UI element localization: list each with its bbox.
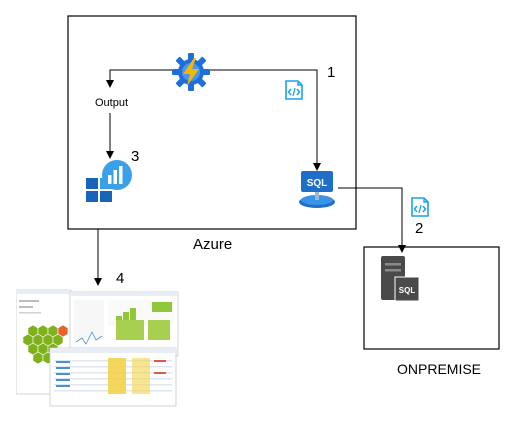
- onpremise-region-label: ONPREMISE: [397, 361, 482, 377]
- connector-function-sql: [210, 69, 321, 171]
- sql-badge-text: SQL: [307, 178, 328, 189]
- azure-sql-database-icon: SQL: [296, 169, 338, 211]
- azure-functions-icon: [171, 52, 211, 92]
- code-script-icon: [282, 78, 306, 102]
- connector-sql-onprem: [338, 187, 406, 253]
- step-1-label: 1: [327, 64, 336, 81]
- output-label: Output: [95, 97, 129, 109]
- dashboard-screenshot-thumbnail: [15, 288, 180, 411]
- server-badge-text: SQL: [399, 286, 416, 295]
- step-4-label: 4: [116, 270, 125, 287]
- azure-container: [67, 15, 357, 230]
- connector-function-output: [106, 69, 172, 88]
- azure-region-label: Azure: [193, 236, 233, 253]
- azure-monitor-workbook-icon: [86, 158, 136, 212]
- code-script-icon: [408, 195, 432, 219]
- step-2-label: 2: [415, 220, 424, 237]
- onpremise-container: [363, 246, 500, 350]
- on-prem-sql-server-icon: SQL: [380, 255, 420, 303]
- step-3-label: 3: [131, 148, 140, 165]
